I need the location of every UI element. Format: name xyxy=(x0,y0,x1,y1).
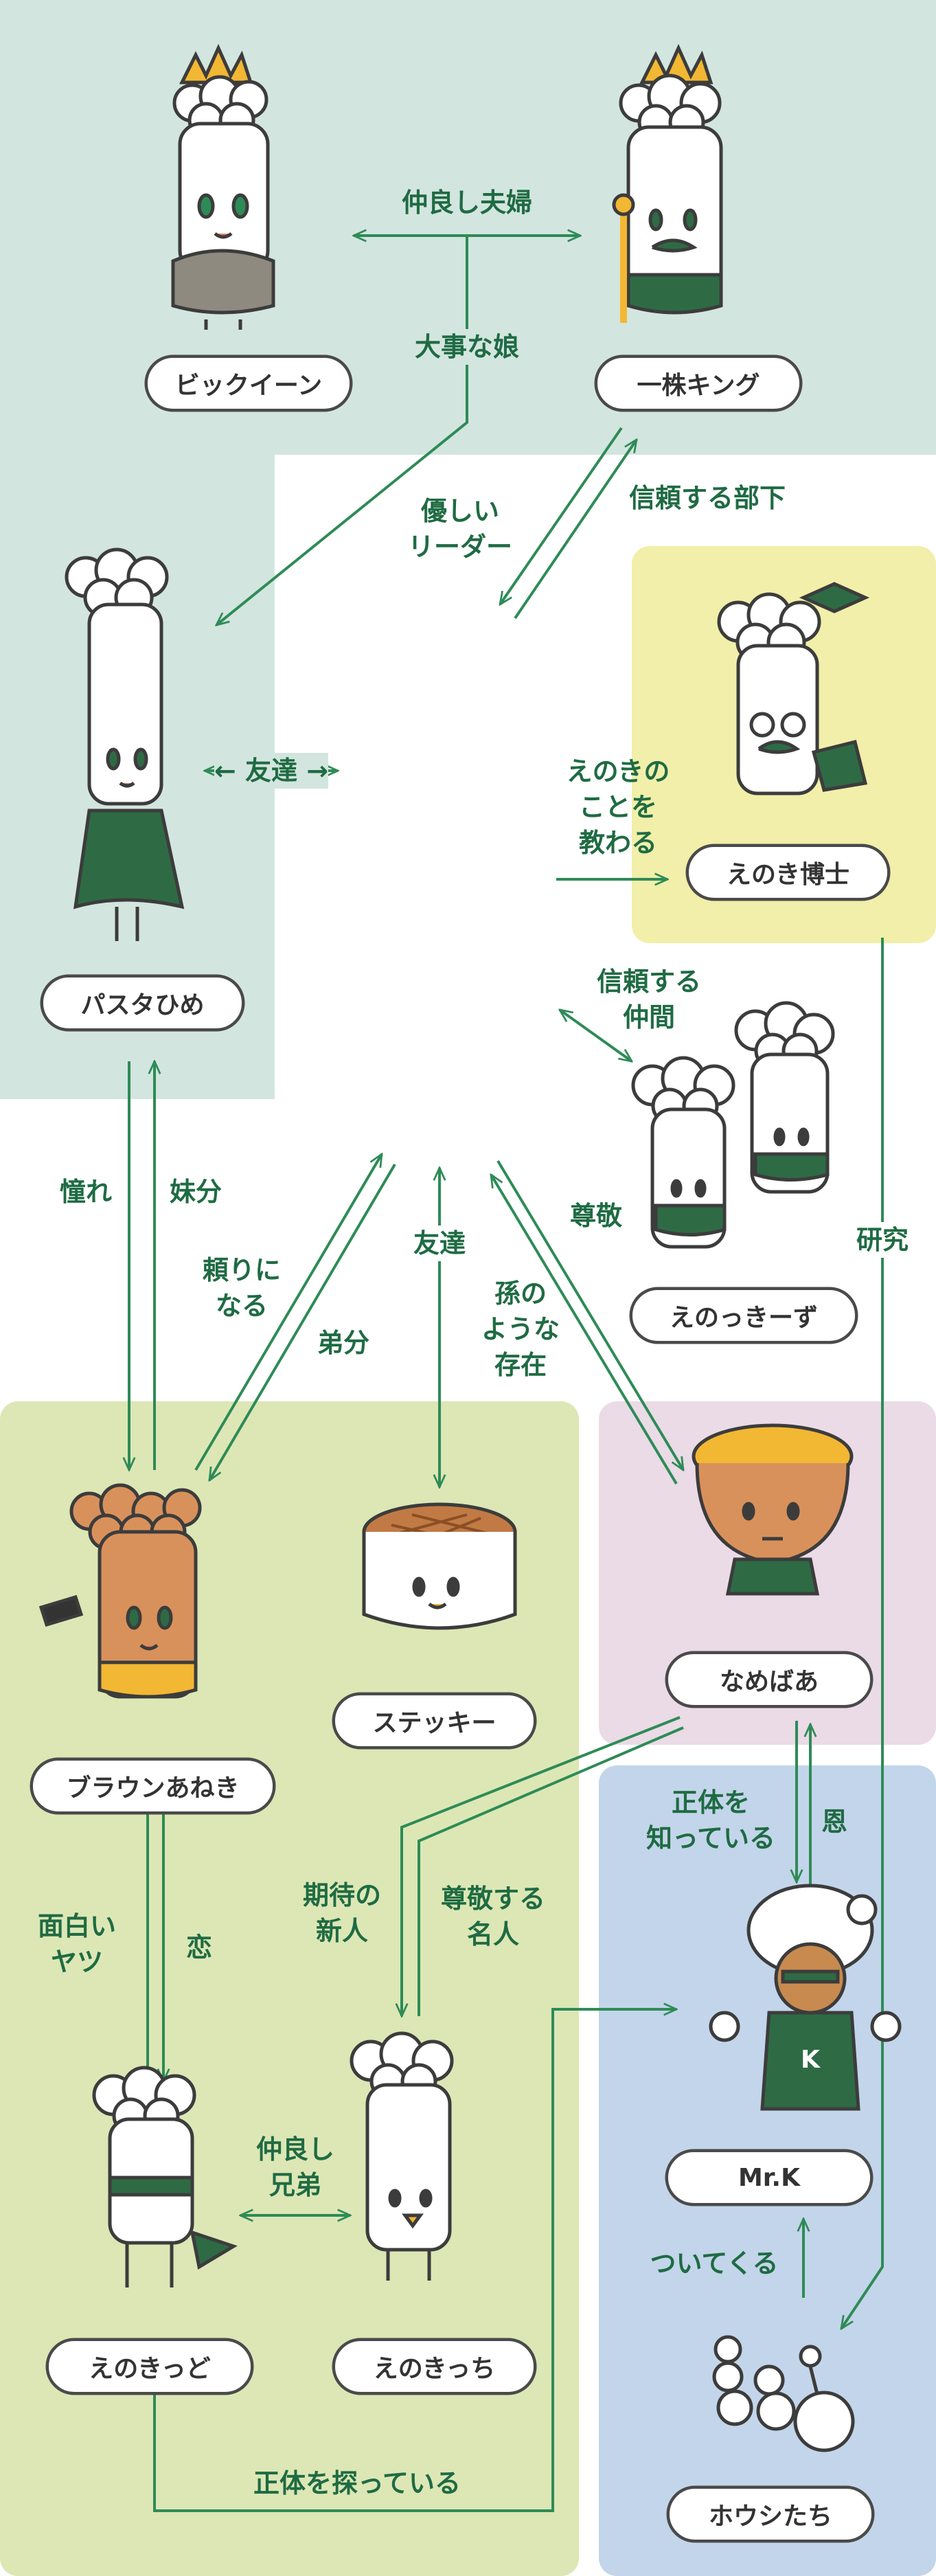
relation-tsuitekuru: ついてくる xyxy=(650,2248,779,2279)
mrk-figure: K xyxy=(709,1884,902,2111)
arrow-kenkyu xyxy=(841,938,884,2329)
relation-imoutobun: 妹分 xyxy=(169,1177,222,1207)
relation-sonkei: 尊敬 xyxy=(569,1201,623,1231)
relation-kitai: 期待の 新人 xyxy=(302,1880,382,1946)
relation-akogare: 憧れ xyxy=(59,1177,113,1207)
relation-sonkei-meijin: 尊敬する 名人 xyxy=(440,1884,546,1950)
kicchi-figure xyxy=(350,2031,454,2281)
relation-mago: 孫の ような 存在 xyxy=(481,1278,560,1380)
mrk-label: Mr.K xyxy=(666,2150,872,2205)
nameba-label: なめばあ xyxy=(666,1652,872,1707)
kid-label: えのきっど xyxy=(47,2339,253,2394)
relation-tayori: 頼りに なる xyxy=(202,1255,282,1321)
sticky-figure xyxy=(362,1502,517,1630)
relation-shotai-shitte: 正体を 知っている xyxy=(646,1787,776,1853)
relation-kenkyu: 研究 xyxy=(856,1222,909,1258)
relation-daiji-na-musume: 大事な娘 xyxy=(414,329,520,365)
relation-yasashii-leader: 優しい リーダー xyxy=(407,496,513,562)
big-queen-figure xyxy=(171,43,275,330)
arrow-yasashii-leader xyxy=(514,440,637,620)
arrow-kitai xyxy=(402,1716,681,2016)
relation-otoutobun: 弟分 xyxy=(317,1328,370,1358)
relation-nakayoshi-kyoudai: 仲良し 兄弟 xyxy=(255,2134,335,2200)
arrow-shinrai-nakama xyxy=(560,1010,632,1061)
relation-tomodachi-1: ← 友達 → xyxy=(214,753,329,789)
relation-shinrai-nakama: 信頼する 仲間 xyxy=(596,967,702,1032)
enokkies-figure xyxy=(631,1001,835,1249)
pasta-hime-figure xyxy=(65,547,185,941)
arrow-otoutobun xyxy=(208,1163,396,1480)
arrow-daiji-musume xyxy=(216,236,468,625)
svg-text:K: K xyxy=(801,2046,821,2074)
relation-tomodachi-2: 友達 xyxy=(413,1225,466,1261)
hakase-label: えのき博士 xyxy=(687,845,889,900)
arrow-shinrai-buka xyxy=(500,427,623,605)
arrow-tayori xyxy=(194,1154,383,1471)
kid-figure xyxy=(92,2066,238,2287)
big-queen-label: ビックイーン xyxy=(146,356,352,411)
pasta-hime-label: パスタひめ xyxy=(41,975,244,1030)
sticky-label: ステッキー xyxy=(333,1693,536,1748)
houshi-label: ホウシたち xyxy=(667,2487,874,2542)
relation-on: 恩 xyxy=(821,1807,848,1837)
nameba-figure xyxy=(692,1423,854,1596)
arrow-shotai-sagashi xyxy=(153,2009,676,2512)
relation-nakayoshi-fuufu: 仲良し夫婦 xyxy=(401,188,533,218)
houshi-figure xyxy=(712,2335,855,2452)
enokkies-label: えのっきーず xyxy=(630,1288,857,1343)
arrow-sonkei xyxy=(496,1160,683,1470)
hakase-figure xyxy=(717,582,870,795)
relation-shinrai-buka: 信頼する部下 xyxy=(628,483,786,513)
relation-osowaru: えのきの ことを 教わる xyxy=(566,756,670,858)
brown-figure xyxy=(38,1483,202,1699)
relation-shotai-sagashi: 正体を探っている xyxy=(253,2468,461,2498)
king-label: 一株キング xyxy=(595,356,801,411)
relation-omoshiroi: 面白い ヤツ xyxy=(37,1911,117,1977)
arrow-sonkei-meijin xyxy=(418,1726,684,2016)
arrow-mago xyxy=(491,1175,678,1485)
relation-koi: 恋 xyxy=(185,1932,213,1963)
kicchi-label: えのきっち xyxy=(333,2339,536,2394)
king-figure xyxy=(612,43,723,323)
brown-label: ブラウンあねき xyxy=(31,1759,275,1814)
